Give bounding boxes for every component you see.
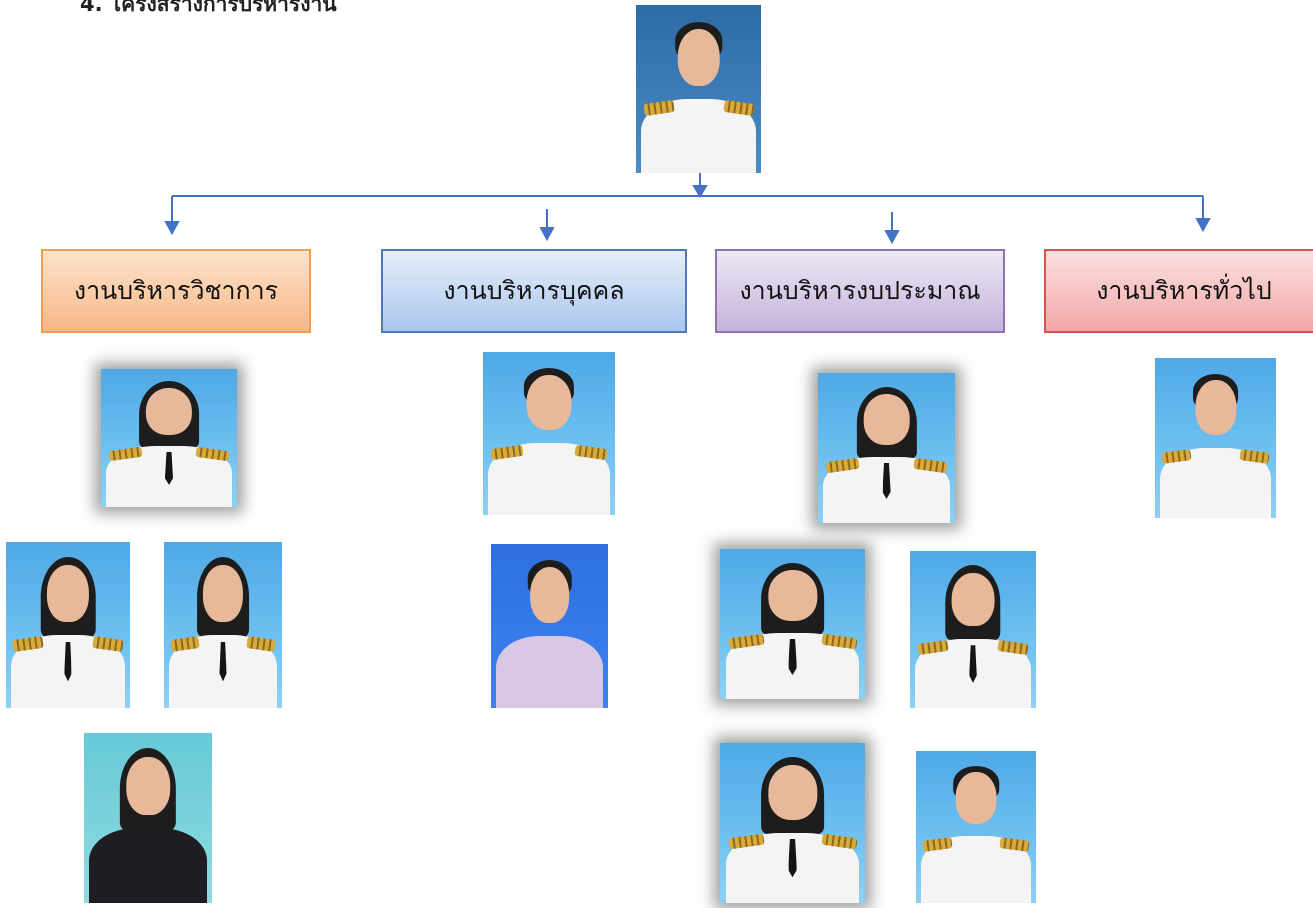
arrow-academic: [164, 221, 180, 236]
dept-academic-box: งานบริหารวิชาการ: [41, 249, 311, 333]
dept-general-label: งานบริหารทั่วไป: [1096, 276, 1272, 305]
dept-academic-label: งานบริหารวิชาการ: [73, 276, 279, 305]
dept-general-box: งานบริหารทั่วไป: [1044, 249, 1313, 333]
dept-budget-label: งานบริหารงบประมาณ: [739, 276, 981, 305]
personnel-photo-2: [491, 544, 608, 708]
director-arrow: [692, 185, 708, 198]
arrow-budget: [884, 230, 900, 245]
arrow-general: [1195, 218, 1211, 233]
dept-budget-box: งานบริหารงบประมาณ: [715, 249, 1005, 333]
academic-photo-4: [84, 733, 212, 903]
budget-photo-2: [720, 549, 865, 699]
budget-photo-1: [818, 373, 955, 523]
page-heading: 4. โครงสร้างการบริหารงาน: [80, 0, 337, 16]
budget-photo-5: [916, 751, 1036, 903]
dept-personnel-label: งานบริหารบุคคล: [443, 276, 625, 305]
arrow-personnel: [539, 227, 555, 242]
academic-photo-2: [6, 542, 130, 708]
academic-photo-1: [101, 369, 237, 507]
academic-photo-3: [164, 542, 282, 708]
budget-photo-4: [720, 743, 865, 903]
director-photo: [636, 5, 761, 173]
dept-personnel-box: งานบริหารบุคคล: [381, 249, 687, 333]
general-photo-1: [1155, 358, 1276, 518]
budget-photo-3: [910, 551, 1036, 708]
personnel-photo-1: [483, 352, 615, 515]
